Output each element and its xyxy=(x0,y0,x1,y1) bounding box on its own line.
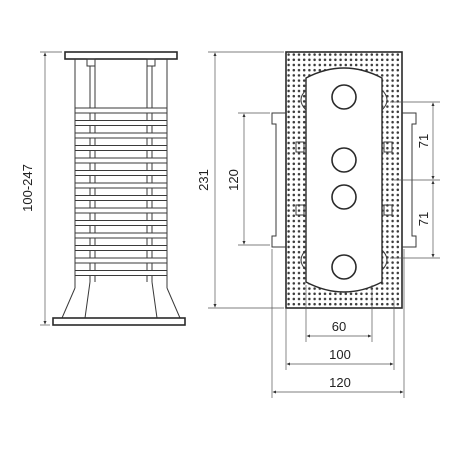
thread-rib xyxy=(74,220,168,226)
side-tab xyxy=(295,141,305,153)
body-lobe xyxy=(381,89,388,111)
top-plate xyxy=(64,51,178,60)
body-lobe xyxy=(381,249,388,271)
thread-rib xyxy=(74,207,168,214)
base-inner-flare xyxy=(84,281,158,319)
valve-body xyxy=(305,67,383,293)
thread-rib xyxy=(74,195,168,201)
thread-rib xyxy=(74,232,168,239)
base-plate xyxy=(52,317,186,326)
dimension-label-spacing-upper: 71 xyxy=(416,134,431,148)
thread-rib xyxy=(74,120,168,126)
thread-rib xyxy=(74,170,168,176)
thread-rib xyxy=(74,107,168,114)
side-view xyxy=(52,51,186,326)
thread-rib xyxy=(74,270,168,276)
side-tab xyxy=(383,204,393,216)
thread-rib xyxy=(74,145,168,151)
dimension-label-inner-height: 120 xyxy=(226,169,241,191)
dimension-label-spacing-lower: 71 xyxy=(416,212,431,226)
dimension-frame-height: 231 xyxy=(196,51,284,309)
dimension-height-range: 100-247 xyxy=(20,51,62,326)
body-lobe xyxy=(300,89,307,111)
threaded-ribs xyxy=(74,107,168,276)
dimension-label-width-total: 120 xyxy=(329,375,351,390)
connection-port-lower xyxy=(331,184,357,210)
body-lobe xyxy=(300,249,307,271)
top-connector-right xyxy=(146,58,156,67)
connection-port-top xyxy=(331,84,357,110)
side-tab xyxy=(383,141,393,153)
dimension-width-small: 60 xyxy=(305,285,373,342)
side-bracket-left xyxy=(271,112,286,248)
dimension-spacing: 71 71 xyxy=(390,101,440,259)
thread-rib xyxy=(74,132,168,139)
dimension-width-total: 120 xyxy=(271,249,405,398)
base-flare xyxy=(61,287,181,319)
connection-port-bottom xyxy=(331,254,357,280)
dimension-inner-height: 120 xyxy=(226,112,270,246)
dimension-label-height-range: 100-247 xyxy=(20,164,35,212)
thread-rib xyxy=(74,245,168,251)
dimension-label-frame-height: 231 xyxy=(196,169,211,191)
thread-rib xyxy=(74,182,168,189)
thread-rib xyxy=(74,157,168,164)
dimension-label-width-mid: 100 xyxy=(329,347,351,362)
thread-rib xyxy=(74,257,168,264)
dimension-width-mid: 100 xyxy=(285,300,395,370)
side-tab xyxy=(295,204,305,216)
dimension-label-width-small: 60 xyxy=(332,319,346,334)
top-connector-left xyxy=(86,58,96,67)
connection-port-upper xyxy=(331,147,357,173)
